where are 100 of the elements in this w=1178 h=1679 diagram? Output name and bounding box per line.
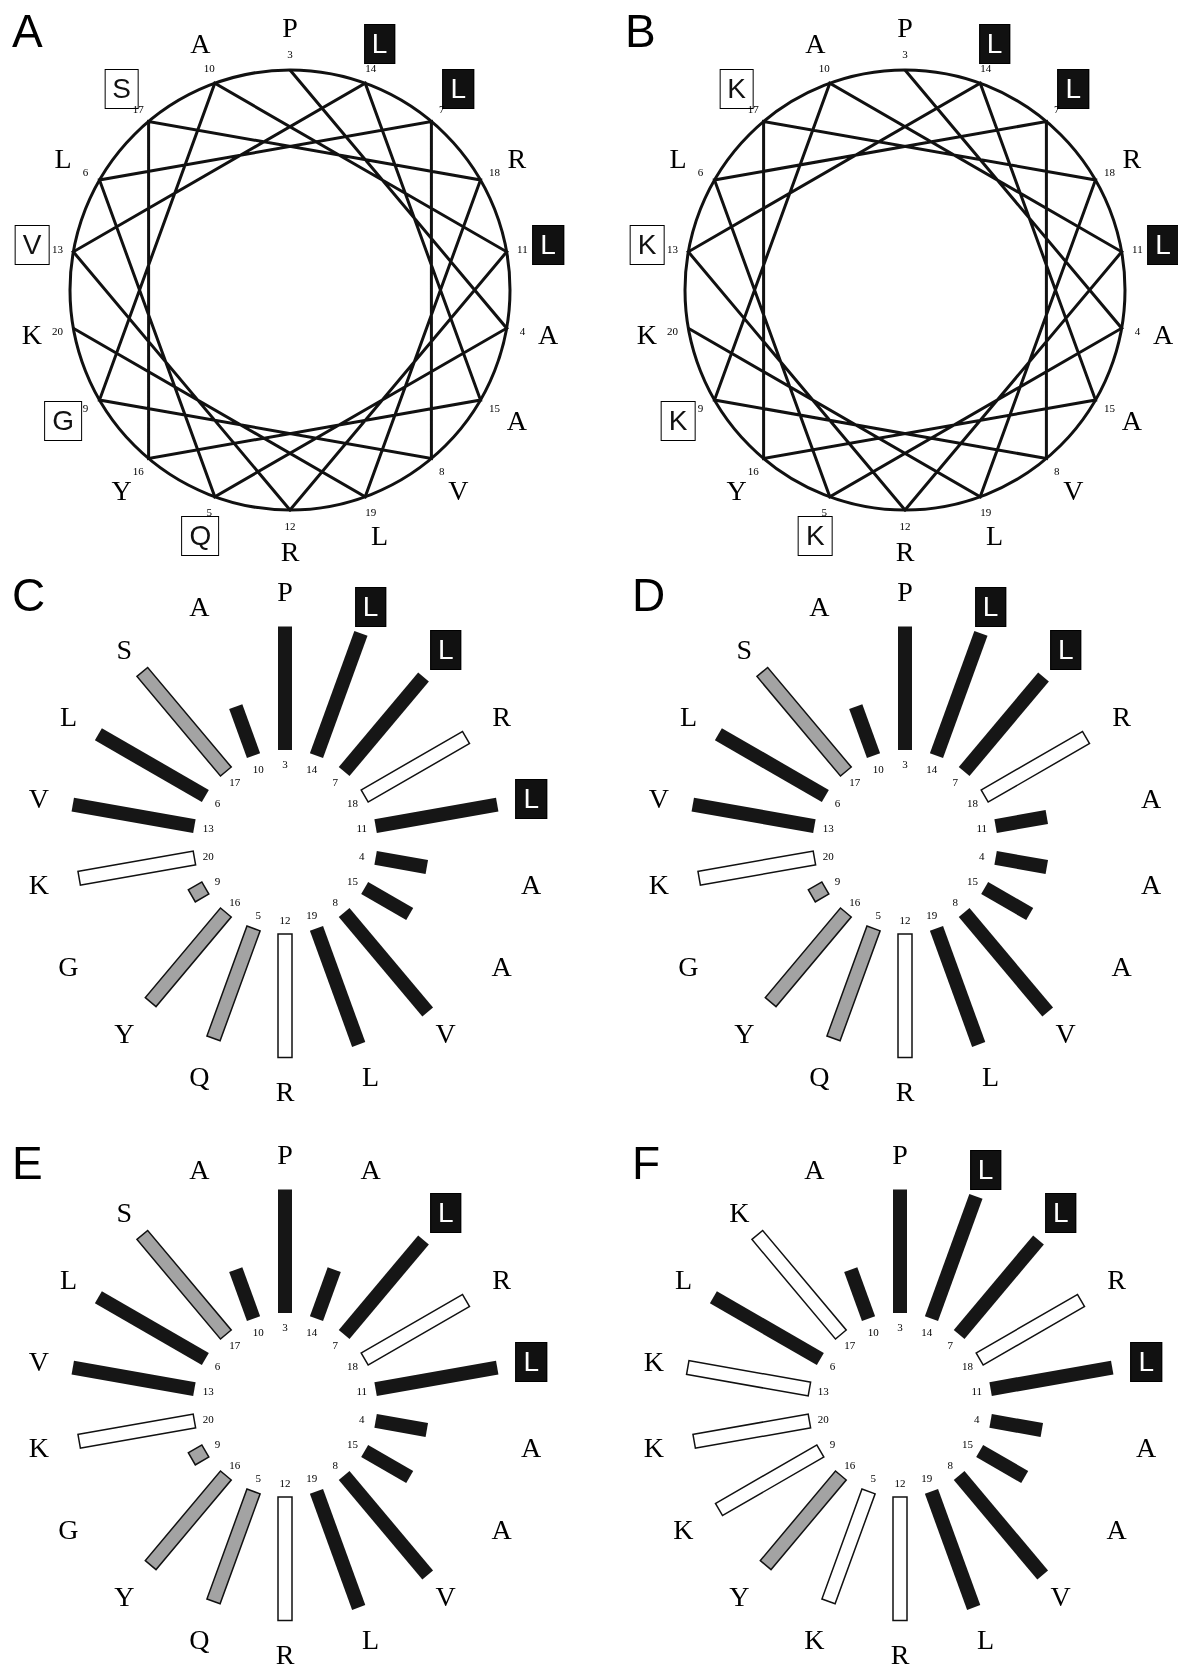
residue-number: 20 [52,325,64,337]
boxed-residue-letter: L [515,778,547,819]
residue-letter: S [116,636,133,665]
residue-letter: R [492,703,511,731]
residue-number: 13 [822,822,834,834]
residue-letter: S [736,636,753,665]
residue-letter: V [448,476,469,505]
residue-number: 5 [255,909,262,921]
residue-letter: L [59,703,78,731]
residue-number: 15 [967,875,979,887]
residue-letter: A [1106,1516,1127,1544]
residue-number: 3 [902,48,908,60]
boxed-residue-letter: L [1057,69,1090,110]
residue-letter: R [1122,145,1142,173]
residue-number: 15 [488,402,500,414]
residue-number: 14 [306,763,318,775]
residue-letter: P [277,1141,293,1169]
residue-number: 12 [899,914,911,926]
residue-number: 7 [1053,103,1060,115]
residue-number: 16 [132,465,144,477]
residue-letter: P [282,14,298,42]
residue-number: 15 [962,1438,974,1450]
residue-letter: L [371,522,389,551]
panel-label: A [12,8,43,54]
residue-letter: L [361,1062,380,1091]
residue-number: 10 [203,62,215,74]
residue-number: 9 [697,402,704,414]
residue-number: 5 [875,909,882,921]
residue-number: 19 [980,506,992,518]
residue-number: 9 [82,402,89,414]
residue-number: 16 [747,465,759,477]
residue-number: 17 [229,776,241,788]
residue-letter: K [804,1625,825,1654]
residue-number: 12 [279,1477,291,1489]
residue-letter: A [805,29,826,58]
residue-letter: R [280,538,300,566]
residue-letter: Y [726,476,747,505]
residue-number: 13 [667,243,679,255]
boxed-residue-letter: V [14,224,50,265]
residue-number: 12 [279,914,291,926]
residue-number: 20 [817,1413,829,1425]
residue-number: 7 [947,1339,953,1351]
residue-letter: A [190,29,211,58]
residue-letter: A [809,593,830,622]
residue-number: 9 [834,875,841,887]
residue-number: 6 [829,1360,836,1372]
residue-letter: A [189,1156,210,1185]
residue-number: 8 [332,1459,338,1471]
residue-number: 9 [214,1438,221,1450]
residue-number: 13 [52,243,64,255]
residue-number: 7 [438,103,445,115]
residue-number: 4 [979,850,985,862]
residue-letter: P [897,578,913,606]
residue-number: 17 [844,1339,856,1351]
residue-number: 19 [921,1472,933,1484]
residue-number: 16 [849,896,861,908]
residue-number: 9 [829,1438,836,1450]
residue-number: 14 [980,62,992,74]
residue-number: 7 [952,776,958,788]
residue-number: 10 [252,1326,264,1338]
residue-number: 18 [488,166,500,178]
residue-number: 15 [347,1438,359,1450]
residue-number: 6 [82,166,89,178]
residue-letter: A [1136,1434,1157,1463]
panel-label: C [12,572,46,618]
residue-number: 19 [306,909,318,921]
residue-letter: P [277,578,293,606]
residue-letter: R [275,1078,295,1106]
boxed-residue-letter: L [1147,224,1178,265]
panel-label: E [12,1140,43,1186]
residue-letter: Y [114,1582,135,1611]
boxed-residue-letter: L [354,587,387,628]
residue-number: 20 [667,325,679,337]
boxed-residue-letter: L [978,23,1011,64]
residue-number: 4 [519,325,526,337]
boxed-residue-letter: L [532,224,564,265]
residue-letter: Q [189,1062,210,1091]
residue-letter: R [895,538,915,566]
residue-number: 19 [365,506,377,518]
residue-letter: R [492,1266,511,1294]
residue-number: 14 [926,763,938,775]
residue-letter: K [673,1516,694,1544]
residue-number: 9 [214,875,221,887]
residue-letter: K [729,1199,750,1228]
residue-letter: L [361,1625,380,1654]
residue-number: 15 [347,875,359,887]
residue-number: 3 [282,1321,288,1333]
residue-letter: A [1141,784,1162,813]
residue-letter: P [892,1141,908,1169]
residue-letter: L [54,145,72,173]
residue-number: 5 [821,506,828,518]
residue-number: 16 [229,896,241,908]
residue-number: 4 [1134,325,1141,337]
residue-letter: A [537,321,559,350]
residue-number: 5 [870,1472,877,1484]
residue-number: 18 [967,797,979,809]
residue-letter: K [648,871,669,900]
residue-number: 4 [359,1413,365,1425]
residue-letter: R [507,145,527,173]
residue-number: 19 [306,1472,318,1484]
